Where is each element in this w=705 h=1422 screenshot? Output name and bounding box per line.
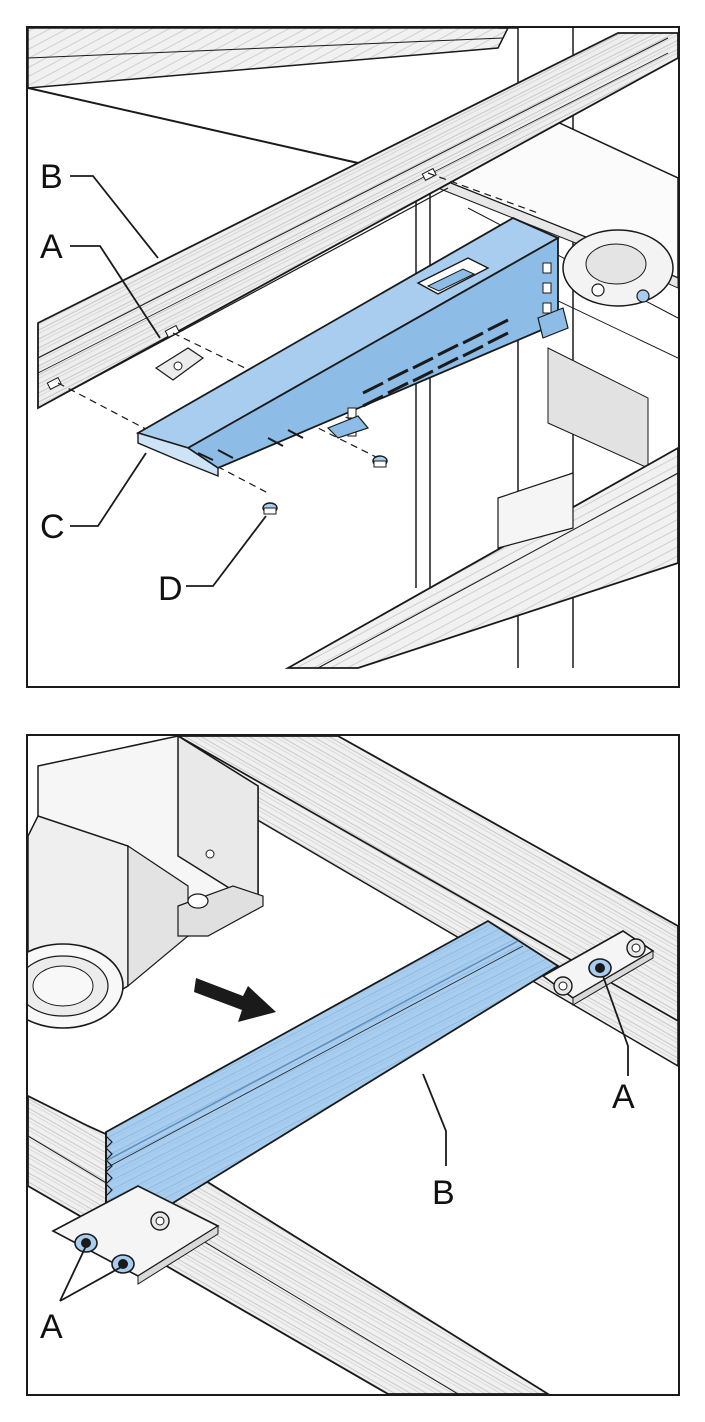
leader-lines [59,975,629,1302]
top-illustration-panel: B A C D [26,26,680,688]
label-a-left: A [40,1308,63,1346]
top-rail-b [37,32,678,410]
controller-box-c [135,216,569,478]
leader-lines [70,175,267,587]
label-b: B [432,1174,455,1212]
bottom-illustration-panel: A B A [26,734,680,1396]
bottom-right-rail [284,446,678,669]
screw-d-rear [372,455,388,468]
label-a-right: A [612,1078,635,1116]
label-b: B [40,158,63,196]
top-illustration: B A C D [28,28,678,669]
motor-assembly [28,736,264,1029]
label-a: A [40,228,63,266]
screw-d-front [262,502,278,515]
label-d: D [158,570,183,608]
bottom-illustration: A B A [28,736,678,1394]
label-c: C [40,508,65,546]
right-bracket-plate [541,930,655,1006]
upper-frame-rails [28,28,509,164]
direction-arrow-icon [194,978,276,1022]
cross-rail-b [105,919,560,1207]
